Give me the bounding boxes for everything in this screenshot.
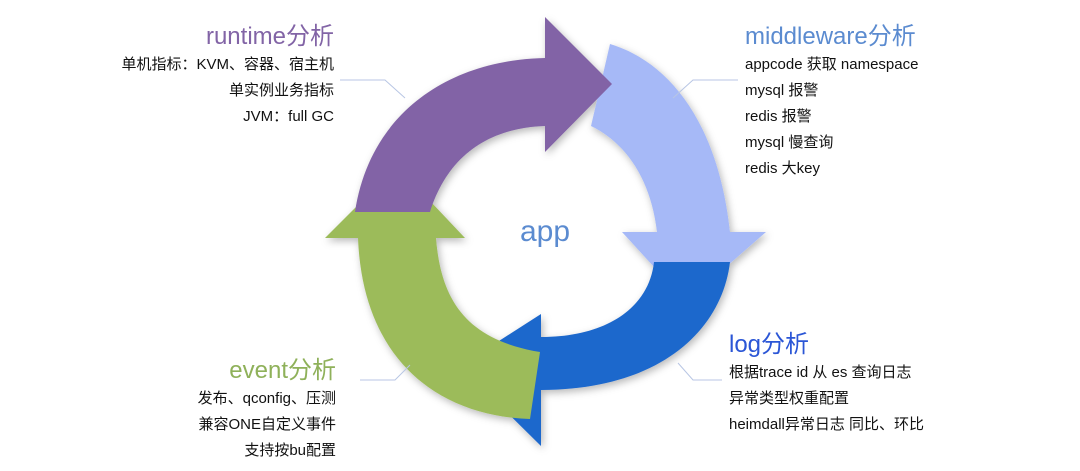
list-item: 单机指标：KVM、容器、宿主机	[121, 56, 334, 73]
list-item: 单实例业务指标	[228, 82, 334, 99]
list-item: heimdall异常日志 同比、环比	[729, 416, 925, 433]
runtime-block: runtime分析 单机指标：KVM、容器、宿主机 单实例业务指标 JVM：fu…	[121, 22, 334, 130]
middleware-arrow	[591, 44, 766, 302]
center-label: app	[519, 215, 571, 248]
event-title: event分析	[229, 357, 336, 384]
log-block: log分析 根据trace id 从 es 查询日志 异常类型权重配置 heim…	[729, 330, 924, 438]
event-arrow	[325, 166, 540, 419]
log-list: 根据trace id 从 es 查询日志 异常类型权重配置 heimdall异常…	[729, 360, 924, 438]
runtime-connector	[340, 79, 406, 99]
log-connector	[677, 362, 722, 381]
list-item: redis 报警	[745, 108, 812, 125]
list-item: redis 大key	[745, 160, 821, 177]
middleware-list: appcode 获取 namespace mysql 报警 redis 报警 m…	[745, 52, 918, 182]
runtime-title: runtime分析	[205, 23, 334, 50]
list-item: 兼容ONE自定义事件	[198, 416, 336, 433]
event-block: event分析 发布、qconfig、压测 兼容ONE自定义事件 支持按bu配置	[198, 356, 336, 464]
runtime-arrow	[355, 17, 612, 212]
event-connector	[360, 364, 411, 381]
middleware-title: middleware分析	[745, 23, 916, 50]
log-title: log分析	[729, 331, 810, 358]
list-item: appcode 获取 namespace	[745, 56, 919, 73]
list-item: mysql 报警	[745, 82, 819, 99]
list-item: 异常类型权重配置	[729, 390, 850, 407]
list-item: mysql 慢查询	[745, 134, 834, 151]
middleware-block: middleware分析 appcode 获取 namespace mysql …	[745, 22, 918, 182]
runtime-list: 单机指标：KVM、容器、宿主机 单实例业务指标 JVM：full GC	[121, 52, 334, 130]
list-item: 支持按bu配置	[244, 442, 336, 459]
list-item: 根据trace id 从 es 查询日志	[729, 364, 912, 381]
event-list: 发布、qconfig、压测 兼容ONE自定义事件 支持按bu配置	[198, 386, 336, 464]
list-item: JVM：full GC	[243, 108, 334, 125]
middleware-connector	[672, 79, 738, 99]
list-item: 发布、qconfig、压测	[197, 390, 336, 407]
